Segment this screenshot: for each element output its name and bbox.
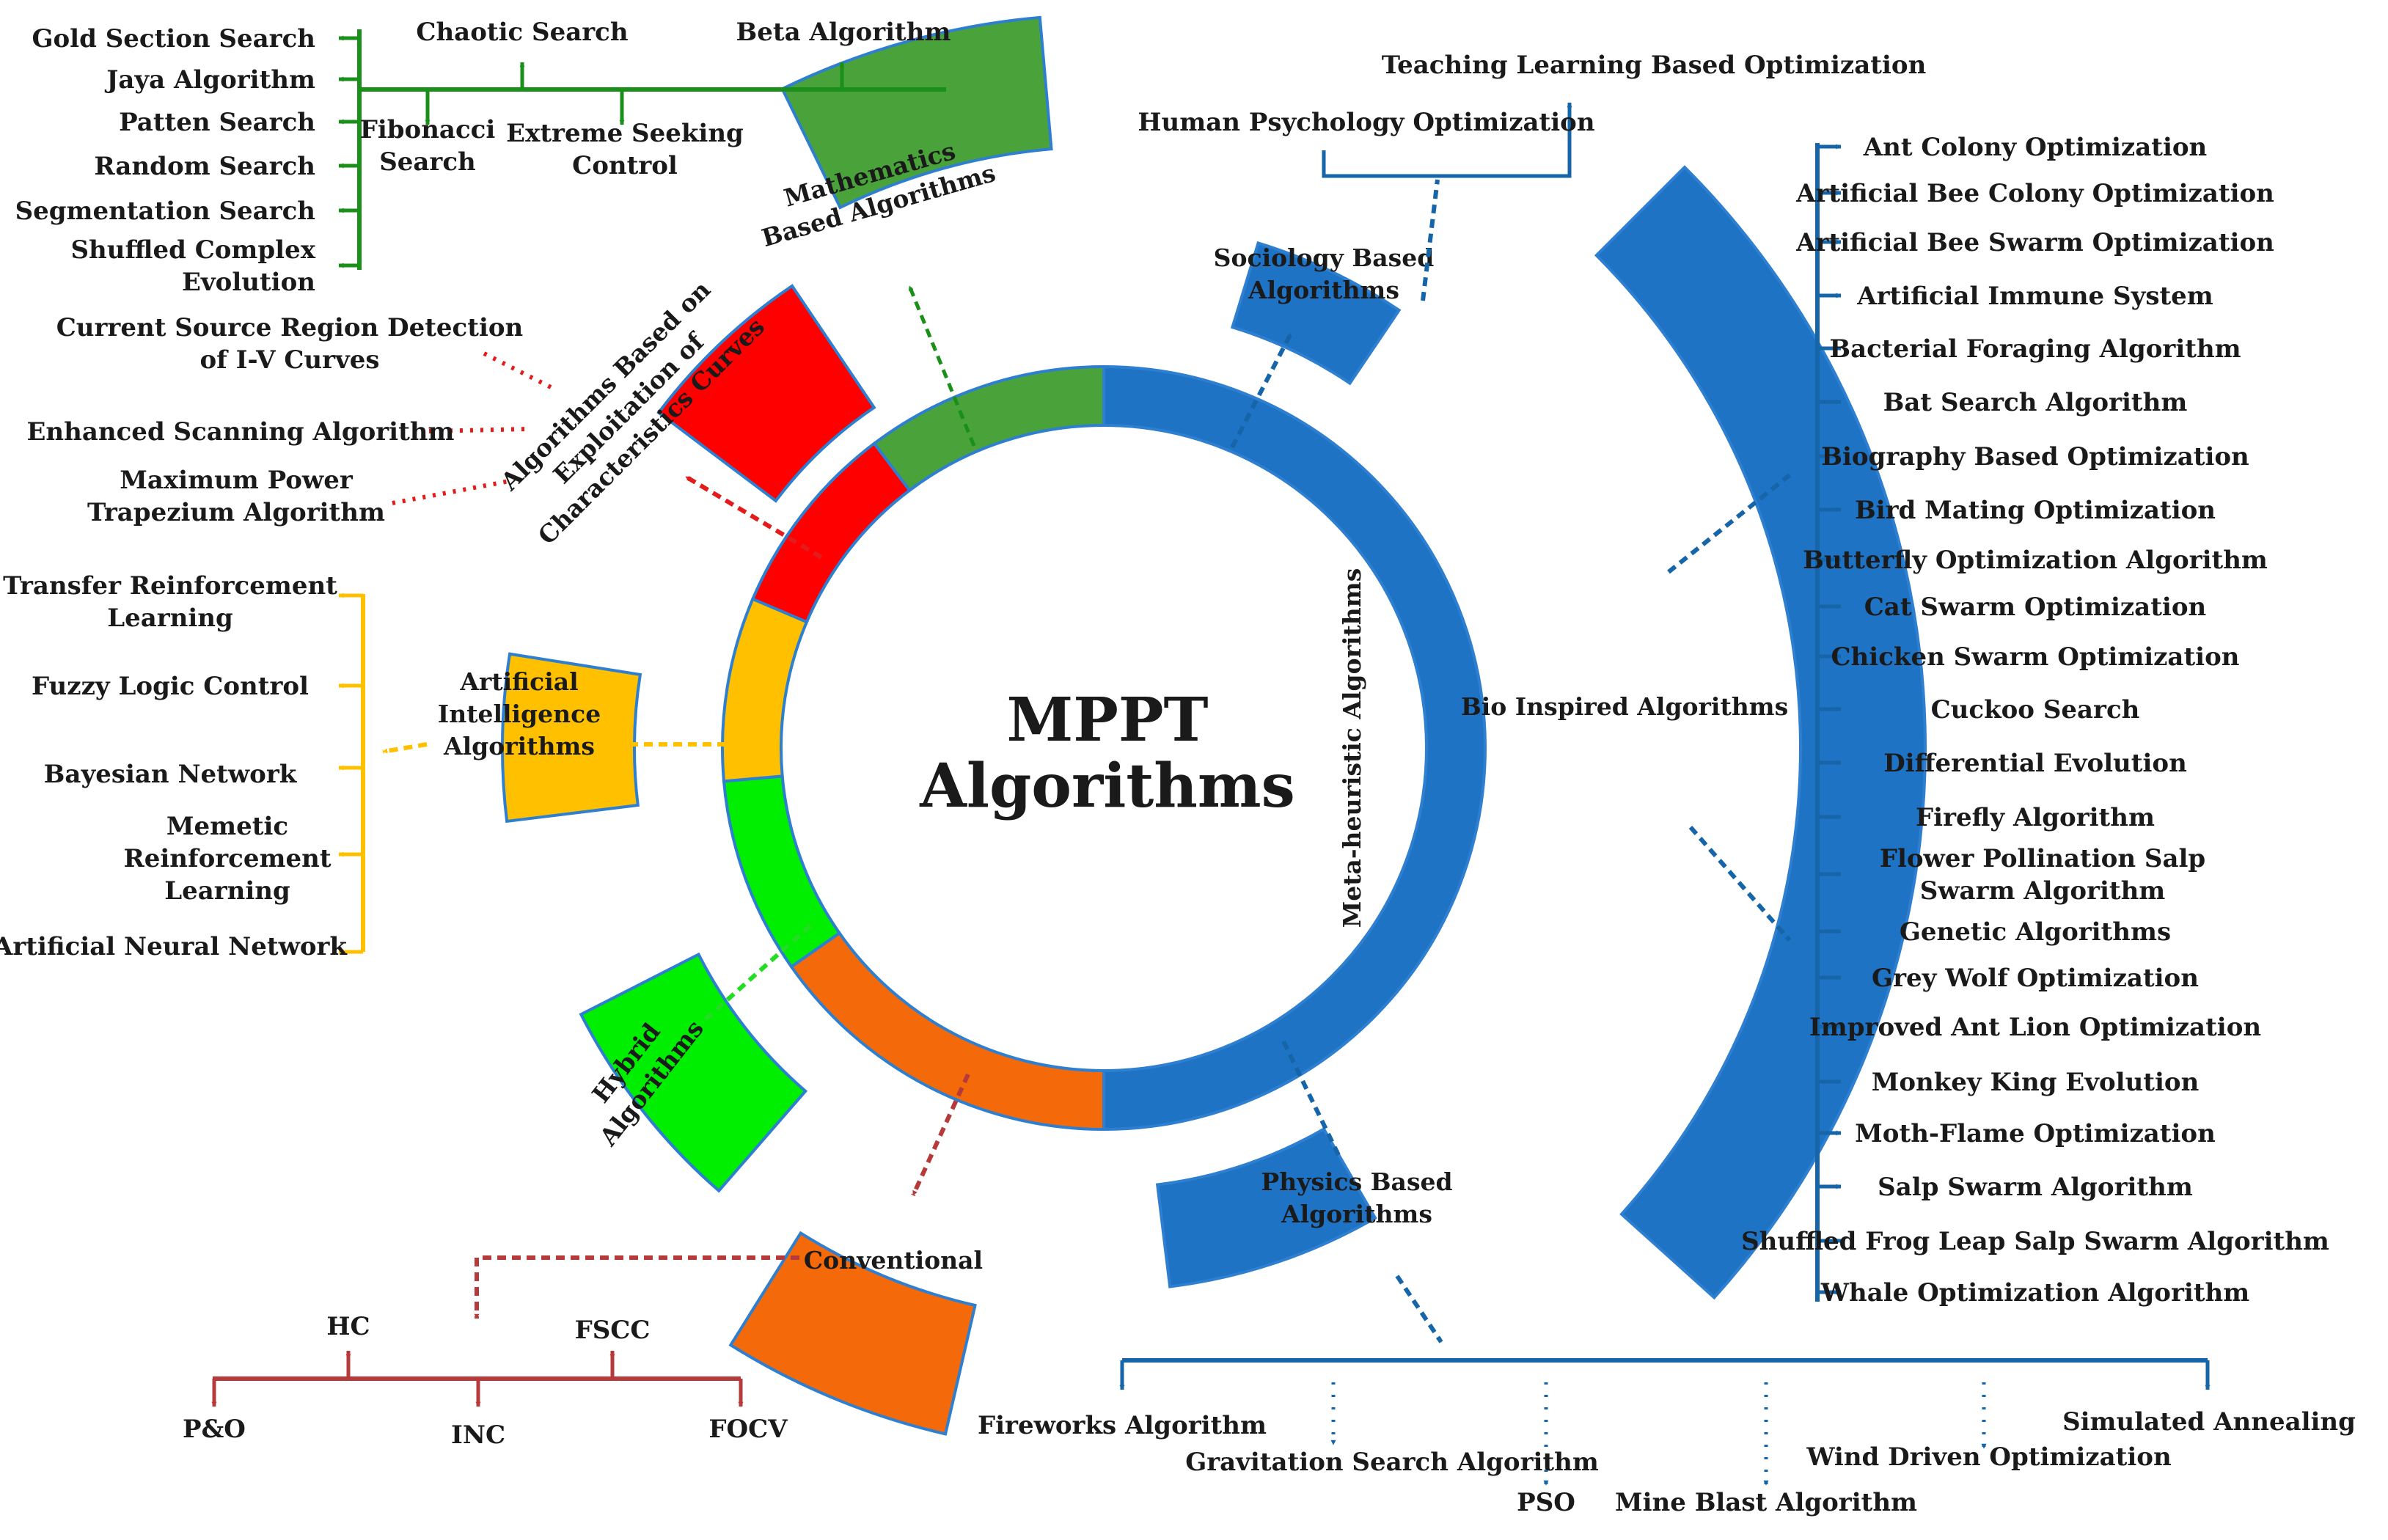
label-conventional-hc: HC [326,1312,370,1341]
connector-sociology-up [1421,179,1440,301]
label-bio-item-6: Biography Based Optimization [1821,442,2249,472]
connector-physics-down [1395,1275,1443,1343]
segment-physics [1155,1126,1377,1288]
label-conventional-focv: FOCV [708,1415,788,1444]
label-bio-item-1: Artificial Bee Colony Optimization [1795,179,2274,208]
label-conventional-inc: INC [451,1420,505,1450]
ring-segment-conventional [789,931,1105,1132]
label-math-item-2: Patten Search [119,108,315,137]
label-math-item-4: Segmentation Search [15,197,315,226]
label-bio-item-19: Moth-Flame Optimization [1855,1119,2216,1148]
center-title-line2: Algorithms [919,751,1295,821]
label-bio-item-4: Bacterial Foraging Algorithm [1829,334,2241,364]
segment-ai [501,652,642,824]
label-physics-item-2: PSO [1517,1488,1575,1517]
connector-characteristics-dots-1 [428,427,529,433]
label-bio-item-16: Grey Wolf Optimization [1872,964,2199,993]
connector-lines [211,29,2211,1486]
label-math-item-1: Jaya Algorithm [104,65,315,95]
label-bio-item-7: Bird Mating Optimization [1855,496,2216,525]
label-math-chaotic: Chaotic Search [416,18,628,47]
connector-bio-lower [1688,826,1792,942]
connector-sociology-main [1230,332,1293,449]
connector-ai-to-tree [382,742,428,754]
segment-mathematics [780,15,1053,210]
segment-label-bio: Bio Inspired Algorithms [1461,692,1788,721]
connector-characteristics-dots-2 [392,478,514,505]
connector-conventional-to-tree [474,1255,799,1319]
label-sociology-item-1: Human Psychology Optimization [1138,108,1594,137]
center-title-line1: MPPT [1006,685,1208,755]
label-bio-item-13: Firefly Algorithm [1916,803,2155,832]
label-physics-item-3: Mine Blast Algorithm [1615,1488,1917,1517]
label-bio-item-10: Chicken Swarm Optimization [1831,642,2240,672]
segment-hybrid [579,952,808,1193]
connector-physics-main [1281,1040,1341,1156]
connector-characteristics-dots-0 [483,351,555,391]
label-physics-item-4: Wind Driven Optimization [1806,1442,2171,1472]
label-math-item-0: Gold Section Search [32,24,315,54]
label-bio-item-8: Butterfly Optimization Algorithm [1803,546,2268,575]
connector-hybrid-main [703,923,813,1022]
segment-label-conventional: Conventional [804,1246,983,1275]
label-math-beta: Beta Algorithm [736,18,951,47]
ring-segment-ai [721,597,809,783]
ring-segment-mathematics [872,364,1105,493]
segment-bio-inspired [1594,165,1927,1300]
label-ai-item-2: Bayesian Network [44,760,298,789]
label-bio-item-22: Whale Optimization Algorithm [1820,1278,2249,1308]
label-bio-item-12: Differential Evolution [1883,749,2187,778]
label-math-item-3: Random Search [94,152,315,181]
label-sociology-item-0: Teaching Learning Based Optimization [1382,51,1927,80]
ring-segment-hybrid [722,774,842,969]
label-bio-item-11: Cuckoo Search [1931,695,2140,725]
tree-sociology [1322,102,1572,178]
label-physics-item-5: Simulated Annealing [2062,1407,2356,1437]
connector-characteristics-main [684,474,823,560]
connector-bio-upper [1667,473,1791,574]
connector-conventional-main [911,1073,970,1197]
ring-label-metaheuristic: Meta-heuristic Algorithms [1338,568,1366,928]
label-bio-item-9: Cat Swarm Optimization [1864,593,2206,622]
label-conventional-fscc: FSCC [575,1316,651,1345]
label-bio-item-21: Shuffled Frog Leap Salp Swarm Algorithm [1741,1227,2329,1256]
label-physics-item-1: Gravitation Search Algorithm [1185,1448,1599,1477]
label-conventional-po: P&O [183,1415,246,1444]
segment-characteristics [656,284,876,503]
central-ring: Meta-heuristic Algorithms [721,364,1487,1132]
label-characteristics-1: Enhanced Scanning Algorithm [27,417,455,447]
segment-sociology [1230,241,1402,386]
ring-segment-metaheuristic [1102,364,1487,1132]
segment-conventional [728,1231,977,1436]
label-bio-item-17: Improved Ant Lion Optimization [1809,1013,2261,1042]
label-physics-item-0: Fireworks Algorithm [978,1411,1267,1440]
label-ai-item-4: Artificial Neural Network [0,932,348,961]
label-bio-item-20: Salp Swarm Algorithm [1878,1173,2193,1202]
label-bio-item-2: Artificial Bee Swarm Optimization [1795,228,2274,257]
label-bio-item-5: Bat Search Algorithm [1883,388,2188,417]
label-bio-item-15: Genetic Algorithms [1900,917,2171,947]
label-bio-item-18: Monkey King Evolution [1872,1068,2200,1097]
label-bio-item-0: Ant Colony Optimization [1863,133,2208,162]
label-bio-item-3: Artificial Immune System [1856,282,2213,311]
label-ai-item-1: Fuzzy Logic Control [32,672,309,701]
